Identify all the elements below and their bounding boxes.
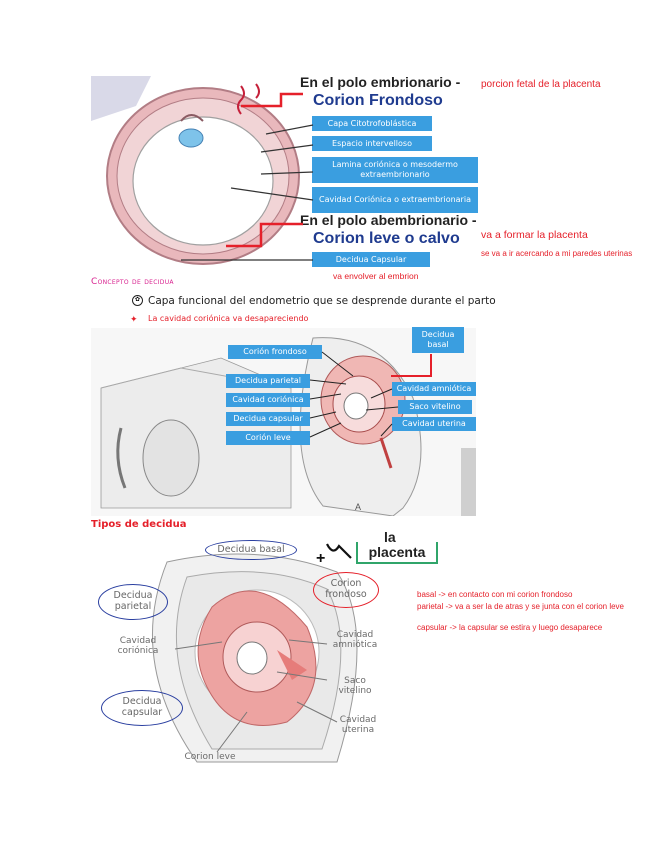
oval-decidua-capsular: Decidua capsular [101, 690, 183, 726]
figure2-pointer-lines [309, 351, 432, 438]
note-porcion-fetal: porcion fetal de la placenta [481, 79, 601, 90]
box-capa-citotrofoblastica: Capa Citotrofoblástica [312, 116, 432, 131]
note-capsular: capsular -> la capsular se estira y lueg… [417, 623, 603, 632]
box-lamina-corionica: Lamina coriónica o mesodermo extraembrio… [312, 157, 478, 183]
label-saco-vitelino: Saco vitelino [338, 676, 372, 697]
box-corion-leve: Corión leve [226, 431, 310, 445]
box-decidua-basal: Decidua basal [412, 327, 464, 353]
definition-decidua: Capa funcional del endometrio que se des… [148, 295, 496, 307]
section-title-tipos-decidua: Tipos de decidua [91, 519, 187, 530]
title-corion-leve: Corion leve o calvo [313, 230, 460, 247]
box-espacio-intervelloso: Espacio intervelloso [312, 136, 432, 151]
box-saco-vitelino: Saco vitelino [398, 400, 472, 414]
note-cavidad-desaparece: La cavidad coriónica va desapareciendo [148, 314, 309, 323]
title-corion-frondoso: Corion Frondoso [313, 92, 443, 109]
heading-polo-abembrionario: En el polo abembrionario - [300, 212, 477, 228]
label-corion-leve: Corion leve [184, 752, 236, 762]
figure1-pointer-lines [181, 92, 314, 261]
section-title-concepto-decidua: Concepto de decidua [91, 277, 174, 287]
label-cavidad-amniotica: Cavidad amniótica [332, 630, 378, 651]
label-cavidad-corionica: Cavidad coriónica [117, 636, 159, 657]
box-decidua-capsular: Decidua Capsular [312, 252, 430, 267]
oval-corion-frondoso: Corion frondoso [313, 572, 379, 608]
box-cavidad-corionica-2: Cavidad coriónica [226, 393, 310, 407]
figure2-caption-letter: A [355, 502, 362, 512]
oval-decidua-parietal: Decidua parietal [98, 584, 168, 620]
box-cavidad-amniotica: Cavidad amniótica [392, 382, 476, 396]
red-bullet-icon: ✦ [130, 314, 138, 324]
note-paredes-uterinas: se va a ir acercando a mi paredes uterin… [481, 249, 633, 258]
decorative-bullet-icon: ✿ [132, 295, 143, 306]
note-envolver-embrion: va envolver al embrion [333, 271, 419, 281]
note-basal: basal -> en contacto con mi corion frond… [417, 590, 573, 599]
box-corion-frondoso: Corión frondoso [228, 345, 322, 359]
box-cavidad-uterina: Cavidad uterina [392, 417, 476, 431]
heading-polo-embrionario: En el polo embrionario - [300, 74, 461, 90]
box-decidua-parietal: Decidua parietal [226, 374, 310, 388]
box-decidua-capsular-2: Decidua capsular [226, 412, 310, 426]
note-parietal: parietal -> va a ser la de atras y se ju… [417, 602, 624, 611]
sketch-arrow-icon [326, 543, 352, 559]
box-cavidad-corionica: Cavidad Coriónica o extraembrionaria [312, 187, 478, 213]
oval-decidua-basal: Decidua basal [205, 540, 297, 560]
chorion-illustration [91, 76, 301, 272]
plus-sign: + [316, 550, 326, 567]
label-cavidad-uterina: Cavidad uterina [339, 715, 377, 736]
partial-word-la: la [384, 529, 396, 545]
figure-chorion-poles [91, 76, 481, 272]
box-placenta: placenta [356, 542, 438, 564]
note-formar-placenta: va a formar la placenta [481, 229, 588, 241]
